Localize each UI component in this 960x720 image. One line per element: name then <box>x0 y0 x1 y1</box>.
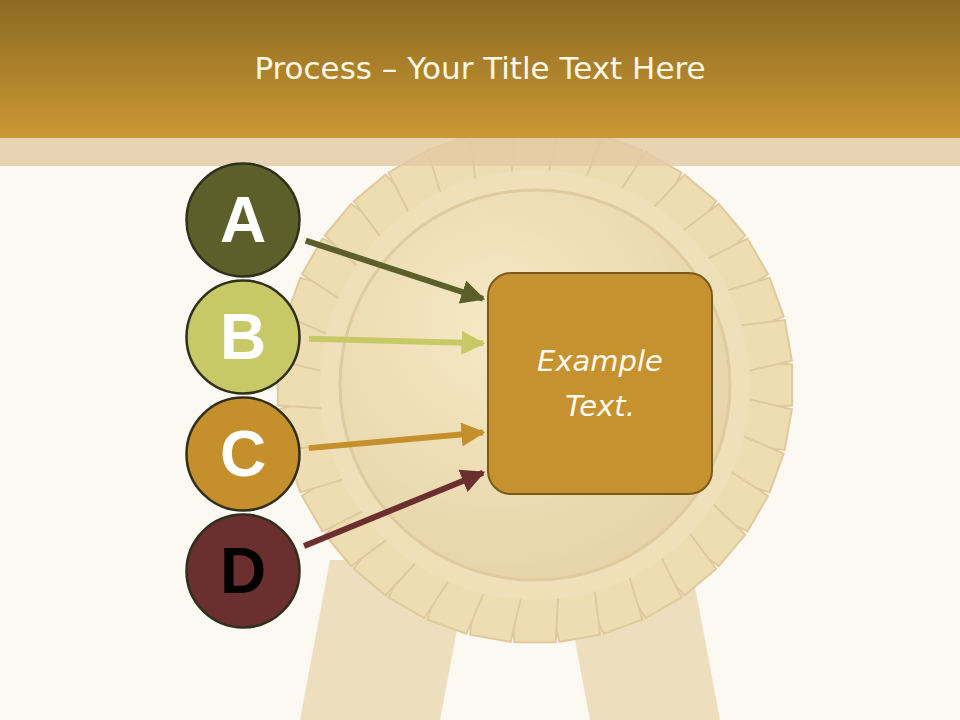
step-circle: C <box>185 396 301 512</box>
header-band <box>0 0 960 138</box>
arrow-connector <box>304 473 483 546</box>
step-letter: A <box>220 188 266 252</box>
box-text: Example Text. <box>489 339 711 429</box>
step-letter: D <box>220 539 266 603</box>
step-circle: A <box>185 162 301 278</box>
slide-title: Process – Your Title Text Here <box>0 50 960 86</box>
arrow-connector <box>309 433 483 449</box>
step-letter: B <box>220 305 266 369</box>
step-circle: D <box>185 513 301 629</box>
header-shadow <box>0 138 960 166</box>
step-circle: B <box>185 279 301 395</box>
step-letter: C <box>220 422 266 486</box>
arrow-connector <box>309 339 483 344</box>
result-box: Example Text. <box>487 272 713 495</box>
arrow-connector <box>306 241 483 299</box>
